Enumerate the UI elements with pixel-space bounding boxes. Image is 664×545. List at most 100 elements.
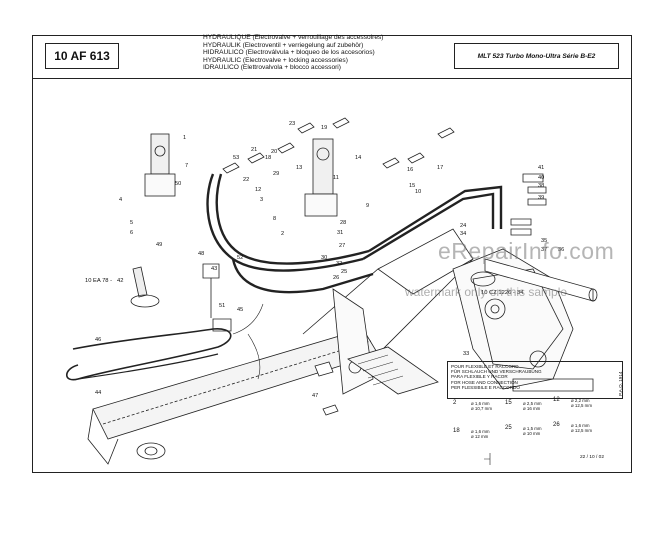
callout-25: 25 xyxy=(341,269,347,275)
callout-50: 50 xyxy=(175,181,181,187)
hose-spec-num: 12 xyxy=(553,397,560,403)
callout-43: 43 xyxy=(211,266,217,272)
callout-45: 45 xyxy=(237,307,243,313)
date-code: 22 / 10 / 02 xyxy=(580,455,605,460)
title-de: HYDRAULIK (Electroventil + verriegelung … xyxy=(203,41,364,49)
title-fr: HYDRAULIQUE (Electrovalve + verrouillage… xyxy=(203,34,384,41)
callout-22: 22 xyxy=(243,177,249,183)
hose-spec-a: ø 1,5 mm xyxy=(523,426,542,431)
callout-10: 10 xyxy=(415,189,421,195)
hose-spec-b: ø 10,7 mm xyxy=(471,406,492,411)
callout-2: 2 xyxy=(281,231,284,237)
hose-spec-a: ø 2,5 mm xyxy=(523,401,542,406)
reference-box: 10 AF 613 xyxy=(45,43,119,69)
callout-7: 7 xyxy=(185,163,188,169)
callout-14: 14 xyxy=(355,155,361,161)
callout-48: 48 xyxy=(198,251,204,257)
watermark-note: watermark only on this sample xyxy=(405,285,568,299)
hose-spec-a: ø 1,6 mm xyxy=(571,423,590,428)
callout-31: 31 xyxy=(337,230,343,236)
hose-spec-b: ø 12 mm xyxy=(471,434,489,439)
callout-49: 49 xyxy=(156,242,162,248)
callout-33: 33 xyxy=(463,351,469,357)
callout-13: 13 xyxy=(296,165,302,171)
callout-18: 18 xyxy=(265,155,271,161)
title-it: IDRAULICO (Elettrovalvola + blocco acces… xyxy=(203,64,341,72)
callout-9: 9 xyxy=(366,203,369,209)
exploded-view-drawing: 1 2 3 4 5 6 7 8 9 10 11 12 13 14 15 16 1… xyxy=(65,117,598,465)
hose-spec-25: 25 ø 1,5 mm ø 10 mm xyxy=(505,425,560,442)
callout-12: 12 xyxy=(255,187,261,193)
callout-29: 29 xyxy=(273,171,279,177)
title-block: HYDRAULIQUE (Electrovalve + verrouillage… xyxy=(203,34,383,72)
callout-46: 46 xyxy=(95,337,101,343)
callout-26: 26 xyxy=(333,275,339,281)
hose-spec-b: ø 10 mm xyxy=(523,431,541,436)
callout-17: 17 xyxy=(437,165,443,171)
callout-52: 52 xyxy=(237,255,243,261)
hose-spec-2: 2 ø 1,6 mm ø 10,7 mm xyxy=(453,400,508,417)
callout-51: 51 xyxy=(219,303,225,309)
callout-15: 15 xyxy=(409,183,415,189)
callout-47: 47 xyxy=(312,393,318,399)
watermark-site: eRepairInfo.com xyxy=(438,238,615,264)
hose-spec-26: 26 ø 1,6 mm ø 12,5 mm xyxy=(553,422,613,439)
legend-line-fr: POUR FLEXIBLE ET RACCORD xyxy=(451,364,519,369)
hose-spec-num: 26 xyxy=(553,422,560,428)
header-divider xyxy=(33,78,631,79)
external-ref-left: 10 EA 78 - xyxy=(85,278,112,284)
hose-spec-b: ø 12,5 mm xyxy=(571,403,592,408)
callout-21: 21 xyxy=(251,147,257,153)
callout-3: 3 xyxy=(260,197,263,203)
callout-34: 34 xyxy=(460,231,466,237)
model-name: MLT 523 Turbo Mono-Ultra Série B-E2 xyxy=(477,52,596,60)
side-code: P.A.O. 1914 xyxy=(618,371,623,396)
parts-sheet: 10 AF 613 HYDRAULIQUE (Electrovalve + ve… xyxy=(32,34,632,473)
hose-spec-a: ø 1,6 mm xyxy=(471,429,490,434)
reference-code: 10 AF 613 xyxy=(54,49,110,63)
hose-spec-b: ø 12,5 mm xyxy=(571,428,592,433)
hose-spec-a: ø 1,6 mm xyxy=(471,401,490,406)
callout-24: 24 xyxy=(460,223,466,229)
legend-line-de: FÜR SCHLAUCH UND VERSCHRAUBUNG xyxy=(451,369,542,375)
callout-1: 1 xyxy=(183,135,186,141)
callout-4: 4 xyxy=(119,197,122,203)
electrovalve-center xyxy=(312,138,334,195)
hose-spec-15: 15 ø 2,5 mm ø 16 mm xyxy=(505,400,560,417)
callout-20: 20 xyxy=(271,149,277,155)
callout-30: 30 xyxy=(321,255,327,261)
hose-spec-num: 25 xyxy=(505,425,512,431)
callout-16: 16 xyxy=(407,167,413,173)
callout-27: 27 xyxy=(339,243,345,249)
callout-53: 53 xyxy=(233,155,239,161)
title-es: HIDRAULICO (Electroválvula + bloqueo de … xyxy=(203,49,375,57)
hose-spec-num: 2 xyxy=(453,400,457,406)
callout-41: 41 xyxy=(538,165,544,171)
boom-arm xyxy=(92,328,379,440)
callout-8: 8 xyxy=(273,216,276,222)
callout-5: 5 xyxy=(130,220,133,226)
model-box: MLT 523 Turbo Mono-Ultra Série B-E2 xyxy=(454,43,619,69)
legend-line-es: PARA FLEXIBLE Y RACOR xyxy=(451,374,508,380)
hose-boom-long xyxy=(65,328,232,381)
callout-37: 37 xyxy=(541,247,547,253)
callout-19: 19 xyxy=(321,125,327,131)
legend-line-en: FOR HOSE AND CONNECTION xyxy=(451,379,518,385)
external-ref-right: 10 CZ 1226 - xyxy=(481,290,515,296)
callout-36: 36 xyxy=(558,247,564,253)
hose-spec-num: 15 xyxy=(505,400,512,406)
callout-40: 40 xyxy=(538,175,544,181)
valve-block-left xyxy=(150,133,170,175)
external-ref-right-num: 34 xyxy=(517,290,524,296)
sheet-header: 10 AF 613 HYDRAULIQUE (Electrovalve + ve… xyxy=(33,34,631,78)
hose-right-upper xyxy=(362,192,495,261)
callout-35: 35 xyxy=(541,238,547,244)
callout-32: 32 xyxy=(336,261,342,267)
legend-line-it: PER FLESSIBILE E RACCORDO xyxy=(451,384,520,390)
hose-spec-18: 18 ø 1,6 mm ø 12 mm xyxy=(453,428,508,445)
hose-spec-b: ø 16 mm xyxy=(523,406,541,411)
callout-11: 11 xyxy=(333,175,339,181)
callout-39: 39 xyxy=(538,195,544,201)
hose-spec-num: 18 xyxy=(453,428,460,434)
hose-legend-box: POUR FLEXIBLE ET RACCORD FÜR SCHLAUCH UN… xyxy=(447,361,623,399)
